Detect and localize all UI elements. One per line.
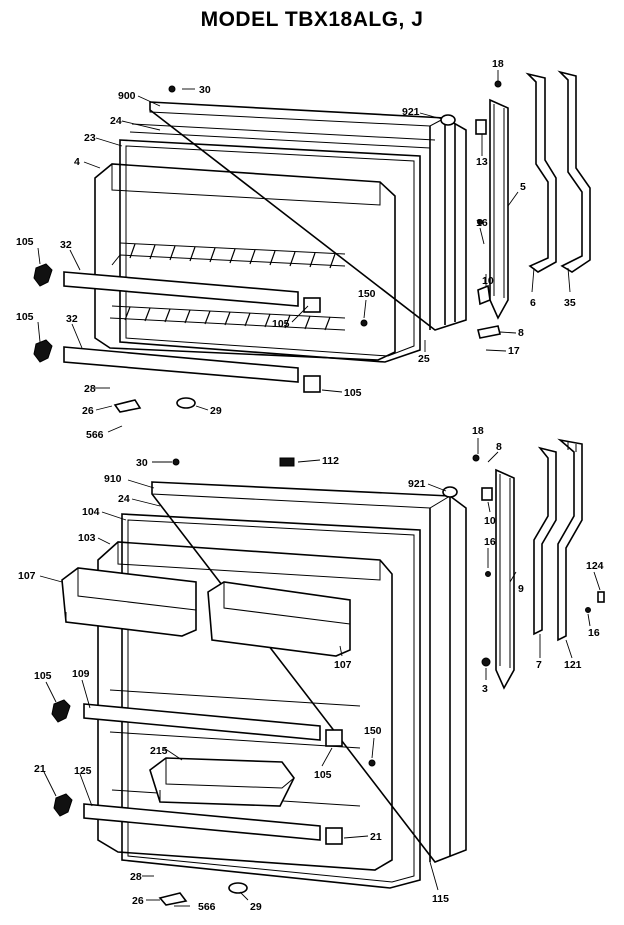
callout-30-bottom: 30 (136, 457, 148, 469)
callout-24-top: 24 (110, 115, 122, 127)
bracket-21-left (53, 793, 73, 817)
callout-150-bottom: 150 (364, 725, 382, 737)
bracket-105-lower-left (51, 699, 71, 723)
freezer-gasket (119, 139, 421, 363)
callout-25: 25 (418, 353, 430, 365)
callout-105-c: 105 (16, 311, 34, 323)
callout-10-bottom: 10 (484, 515, 496, 527)
callout-29-top: 29 (210, 405, 222, 417)
callout-17: 17 (508, 345, 520, 357)
callout-16-bottom-b: 16 (588, 627, 600, 639)
callout-150-top: 150 (358, 288, 376, 300)
freezer-liner (94, 163, 396, 361)
callout-28-top: 28 (84, 383, 96, 395)
callout-26-bottom: 26 (132, 895, 144, 907)
fresh-food-outer-panel (151, 481, 467, 863)
callout-105-a: 105 (16, 236, 34, 248)
callout-23: 23 (84, 132, 96, 144)
callout-921-top: 921 (402, 106, 420, 118)
hinge-5 (489, 98, 509, 320)
freezer-shelf-bar-upper (63, 271, 299, 307)
leader-lines (37, 70, 601, 907)
callout-16-top: 16 (476, 217, 488, 229)
callout-103: 103 (78, 532, 96, 544)
callout-6: 6 (530, 297, 536, 309)
callout-104: 104 (82, 506, 100, 518)
callout-107-left: 107 (18, 570, 36, 582)
callout-28-bottom: 28 (130, 871, 142, 883)
callout-105-e: 105 (34, 670, 52, 682)
callout-32-b: 32 (66, 313, 78, 325)
callout-18-top: 18 (492, 58, 504, 70)
fresh-food-gasket (121, 513, 421, 889)
callout-566-top: 566 (86, 429, 104, 441)
diagram-title: MODEL TBX18ALG, J (200, 8, 424, 31)
fresh-food-bar-109 (83, 703, 321, 741)
callout-9: 9 (518, 583, 524, 595)
callout-900: 900 (118, 90, 136, 102)
callout-4: 4 (74, 156, 80, 168)
callout-105-d: 105 (344, 387, 362, 399)
callout-115: 115 (432, 893, 449, 905)
callout-10-top: 10 (482, 275, 494, 287)
hinge-6 (525, 72, 557, 273)
callout-26-top: 26 (82, 405, 94, 417)
dairy-bin-right (207, 581, 351, 657)
callout-21-right: 21 (370, 831, 382, 843)
callout-121: 121 (564, 659, 582, 671)
hinge-121 (557, 438, 583, 642)
callout-112: 112 (322, 455, 339, 467)
callout-921-bottom: 921 (408, 478, 426, 490)
freezer-shelf-bar-lower (63, 346, 299, 383)
callout-16-bottom-a: 16 (484, 536, 496, 548)
callout-5: 5 (520, 181, 526, 193)
callout-13: 13 (476, 156, 488, 168)
freezer-door-assembly (33, 85, 467, 413)
callout-labels: 30 900 921 18 24 23 4 13 5 105 32 16 6 3… (16, 58, 604, 913)
callout-8-top: 8 (518, 327, 524, 339)
fresh-food-bar-125 (83, 803, 321, 841)
callout-29-bottom: 29 (250, 901, 262, 913)
bracket-105-mid-left (33, 339, 53, 363)
fresh-food-hinge-parts (472, 438, 605, 690)
callout-21-left: 21 (34, 763, 46, 775)
callout-910: 910 (104, 473, 122, 485)
hinge-35 (557, 70, 591, 273)
bracket-105-upper-left (33, 263, 53, 287)
bin-215 (149, 757, 295, 807)
callout-109: 109 (72, 668, 90, 680)
callout-105-b: 105 (272, 318, 290, 330)
callout-105-f: 105 (314, 769, 332, 781)
hinge-7 (533, 446, 557, 636)
callout-8-bottom: 8 (496, 441, 502, 453)
callout-32-a: 32 (60, 239, 72, 251)
callout-125: 125 (74, 765, 92, 777)
callout-24-bottom: 24 (118, 493, 130, 505)
hinge-9 (495, 468, 515, 690)
callout-7: 7 (536, 659, 542, 671)
callout-124: 124 (586, 560, 604, 572)
callout-30-top: 30 (199, 84, 211, 96)
callout-215: 215 (150, 745, 168, 757)
callout-18-bottom: 18 (472, 425, 484, 437)
callout-566-bottom: 566 (198, 901, 216, 913)
callout-3: 3 (482, 683, 488, 695)
fresh-food-liner (97, 541, 393, 871)
callout-107-right: 107 (334, 659, 352, 671)
callout-35: 35 (564, 297, 576, 309)
fresh-food-door-assembly (51, 457, 467, 906)
